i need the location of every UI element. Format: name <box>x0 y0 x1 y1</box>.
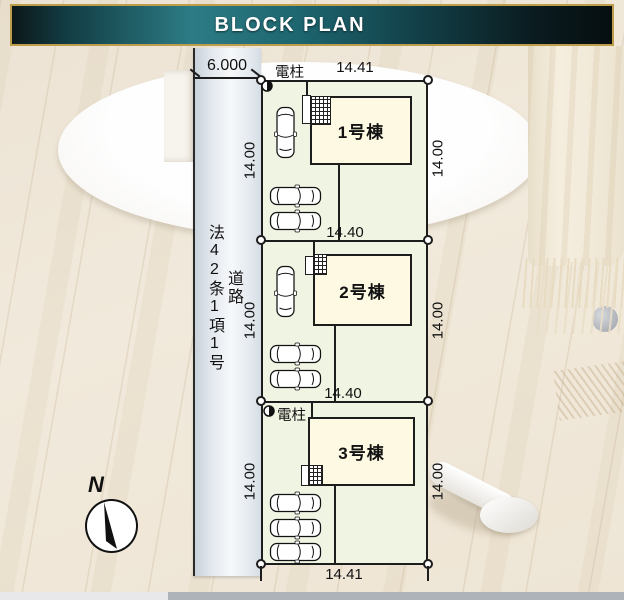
extension-tick <box>427 566 429 581</box>
deck-hatch <box>308 465 323 486</box>
drape-fringe <box>536 262 624 334</box>
corner-marker <box>256 396 266 406</box>
dimension-line <box>193 77 261 79</box>
compass-needle <box>104 502 117 549</box>
building-3: 3号棟 <box>308 417 415 486</box>
building-3-label: 3号棟 <box>338 444 385 463</box>
dim-lot3-right: 14.00 <box>429 462 447 501</box>
dim-lot2-bottom: 14.40 <box>324 385 362 402</box>
road-label: 道路 <box>225 270 242 306</box>
fence-line <box>306 80 308 96</box>
corner-marker <box>423 75 433 85</box>
building-1-label: 1号棟 <box>337 123 385 142</box>
dim-top-width: 14.41 <box>336 59 374 76</box>
road-strip <box>193 48 261 576</box>
deck-hatch <box>310 96 331 125</box>
north-label: N <box>88 472 104 497</box>
utility-pole-label: 電柱 <box>275 65 304 81</box>
dim-lot3-bottom: 14.41 <box>325 566 363 583</box>
dim-lot1-bottom: 14.40 <box>326 224 364 241</box>
car-icon <box>269 516 322 540</box>
utility-pole-label: 電柱 <box>277 408 306 424</box>
corner-marker <box>256 75 266 85</box>
drape <box>528 46 624 266</box>
corner-marker <box>423 235 433 245</box>
dim-lot2-right: 14.00 <box>429 301 447 340</box>
building-2: 2号棟 <box>313 254 412 326</box>
dim-lot2-left: 14.00 <box>241 301 259 340</box>
car-icon <box>272 265 299 318</box>
car-icon <box>269 491 322 515</box>
building-1: 1号棟 <box>310 96 412 165</box>
car-icon <box>269 342 322 366</box>
building-2-label: 2号棟 <box>339 282 386 302</box>
corner-marker <box>256 235 266 245</box>
bottom-band-left <box>0 592 168 600</box>
utility-pole-icon <box>263 404 275 422</box>
dim-lot1-left: 14.00 <box>241 141 259 180</box>
fence-line <box>311 401 313 418</box>
bottom-band-right <box>168 592 624 600</box>
dim-lot1-right: 14.00 <box>429 139 447 178</box>
page-banner: BLOCK PLAN <box>10 4 614 46</box>
parking-divider <box>334 486 336 564</box>
dim-lot3-left: 14.00 <box>241 462 259 501</box>
utility-pole-icon <box>261 79 273 97</box>
car-icon <box>272 106 299 159</box>
drape-folds <box>528 46 624 266</box>
extension-tick <box>260 566 262 581</box>
chair-foot <box>480 497 538 533</box>
deck-hatch <box>313 254 327 275</box>
banner-title: BLOCK PLAN <box>214 13 366 36</box>
furniture-leg <box>164 70 196 162</box>
car-icon <box>269 540 322 564</box>
corner-marker <box>423 396 433 406</box>
compass <box>85 499 138 553</box>
parking-divider <box>338 165 340 241</box>
car-icon <box>269 184 322 208</box>
road-law-text: 法42条1項1号 <box>206 224 223 372</box>
parking-divider <box>334 326 336 402</box>
fringe-shadow <box>552 361 624 421</box>
fence-line <box>313 240 315 256</box>
road-width-dim: 6.000 <box>206 57 248 74</box>
